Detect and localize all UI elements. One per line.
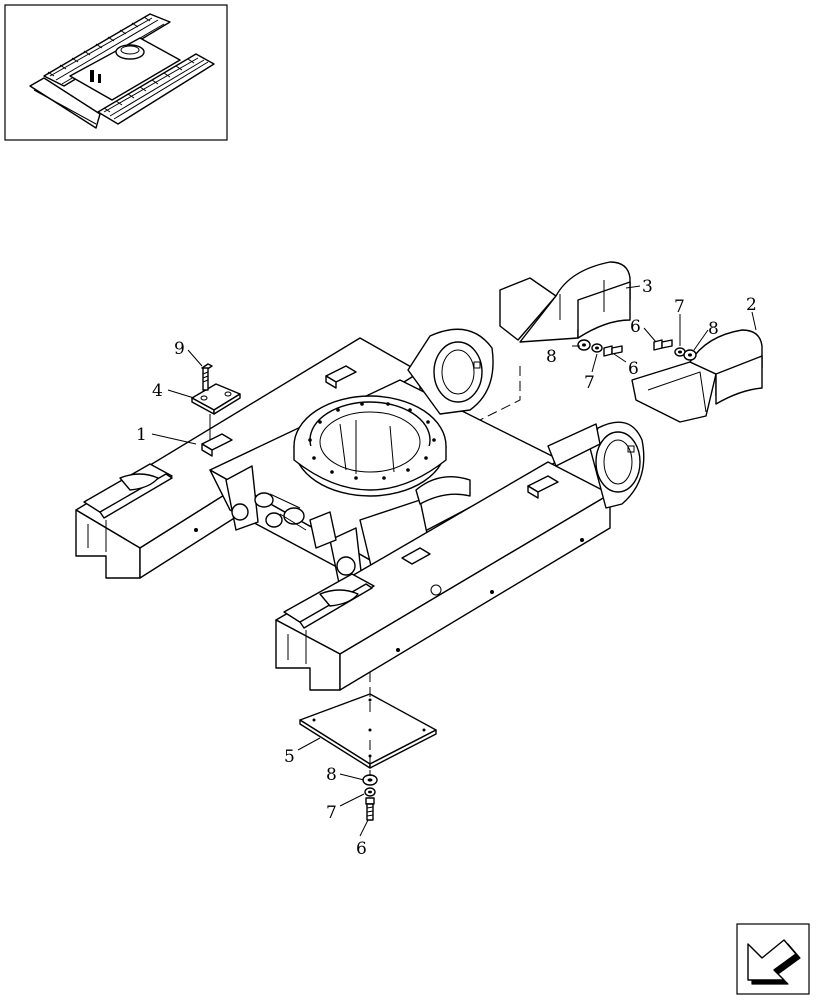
lower-frame-assembly	[75, 328, 645, 691]
callout-9: 9	[174, 339, 185, 359]
hardware-set-upper	[577, 339, 697, 361]
callout-7c: 7	[326, 803, 337, 823]
excavator-undercarriage-thumbnail-icon	[29, 13, 215, 129]
callout-3: 3	[642, 277, 653, 297]
callout-7a: 7	[674, 297, 685, 317]
hardware-set-lower	[362, 774, 378, 821]
callout-8a: 8	[708, 319, 719, 339]
callout-6c: 6	[356, 839, 367, 859]
callout-7b: 7	[584, 373, 595, 393]
callout-8b: 8	[546, 347, 557, 367]
track-cover-part-2	[631, 329, 763, 423]
callout-2: 2	[746, 295, 757, 315]
bolt-part-9	[201, 363, 213, 391]
callout-5: 5	[284, 747, 295, 767]
track-cover-part-3	[499, 261, 631, 343]
callout-6b: 6	[628, 359, 639, 379]
next-page-arrow-icon	[747, 939, 801, 985]
leader-lines	[151, 285, 757, 837]
callout-1: 1	[136, 425, 147, 445]
overview-thumbnail[interactable]	[4, 4, 228, 141]
callout-6a: 6	[630, 317, 641, 337]
next-page-button[interactable]	[736, 923, 810, 995]
callout-labels: 1 2 3 4 5 6 6 6 7 7 7 8 8 8 9	[136, 277, 757, 859]
callout-8c: 8	[326, 765, 337, 785]
bottom-plate-part-5	[299, 693, 437, 769]
assembly-lines	[369, 366, 521, 776]
callout-4: 4	[152, 381, 163, 401]
